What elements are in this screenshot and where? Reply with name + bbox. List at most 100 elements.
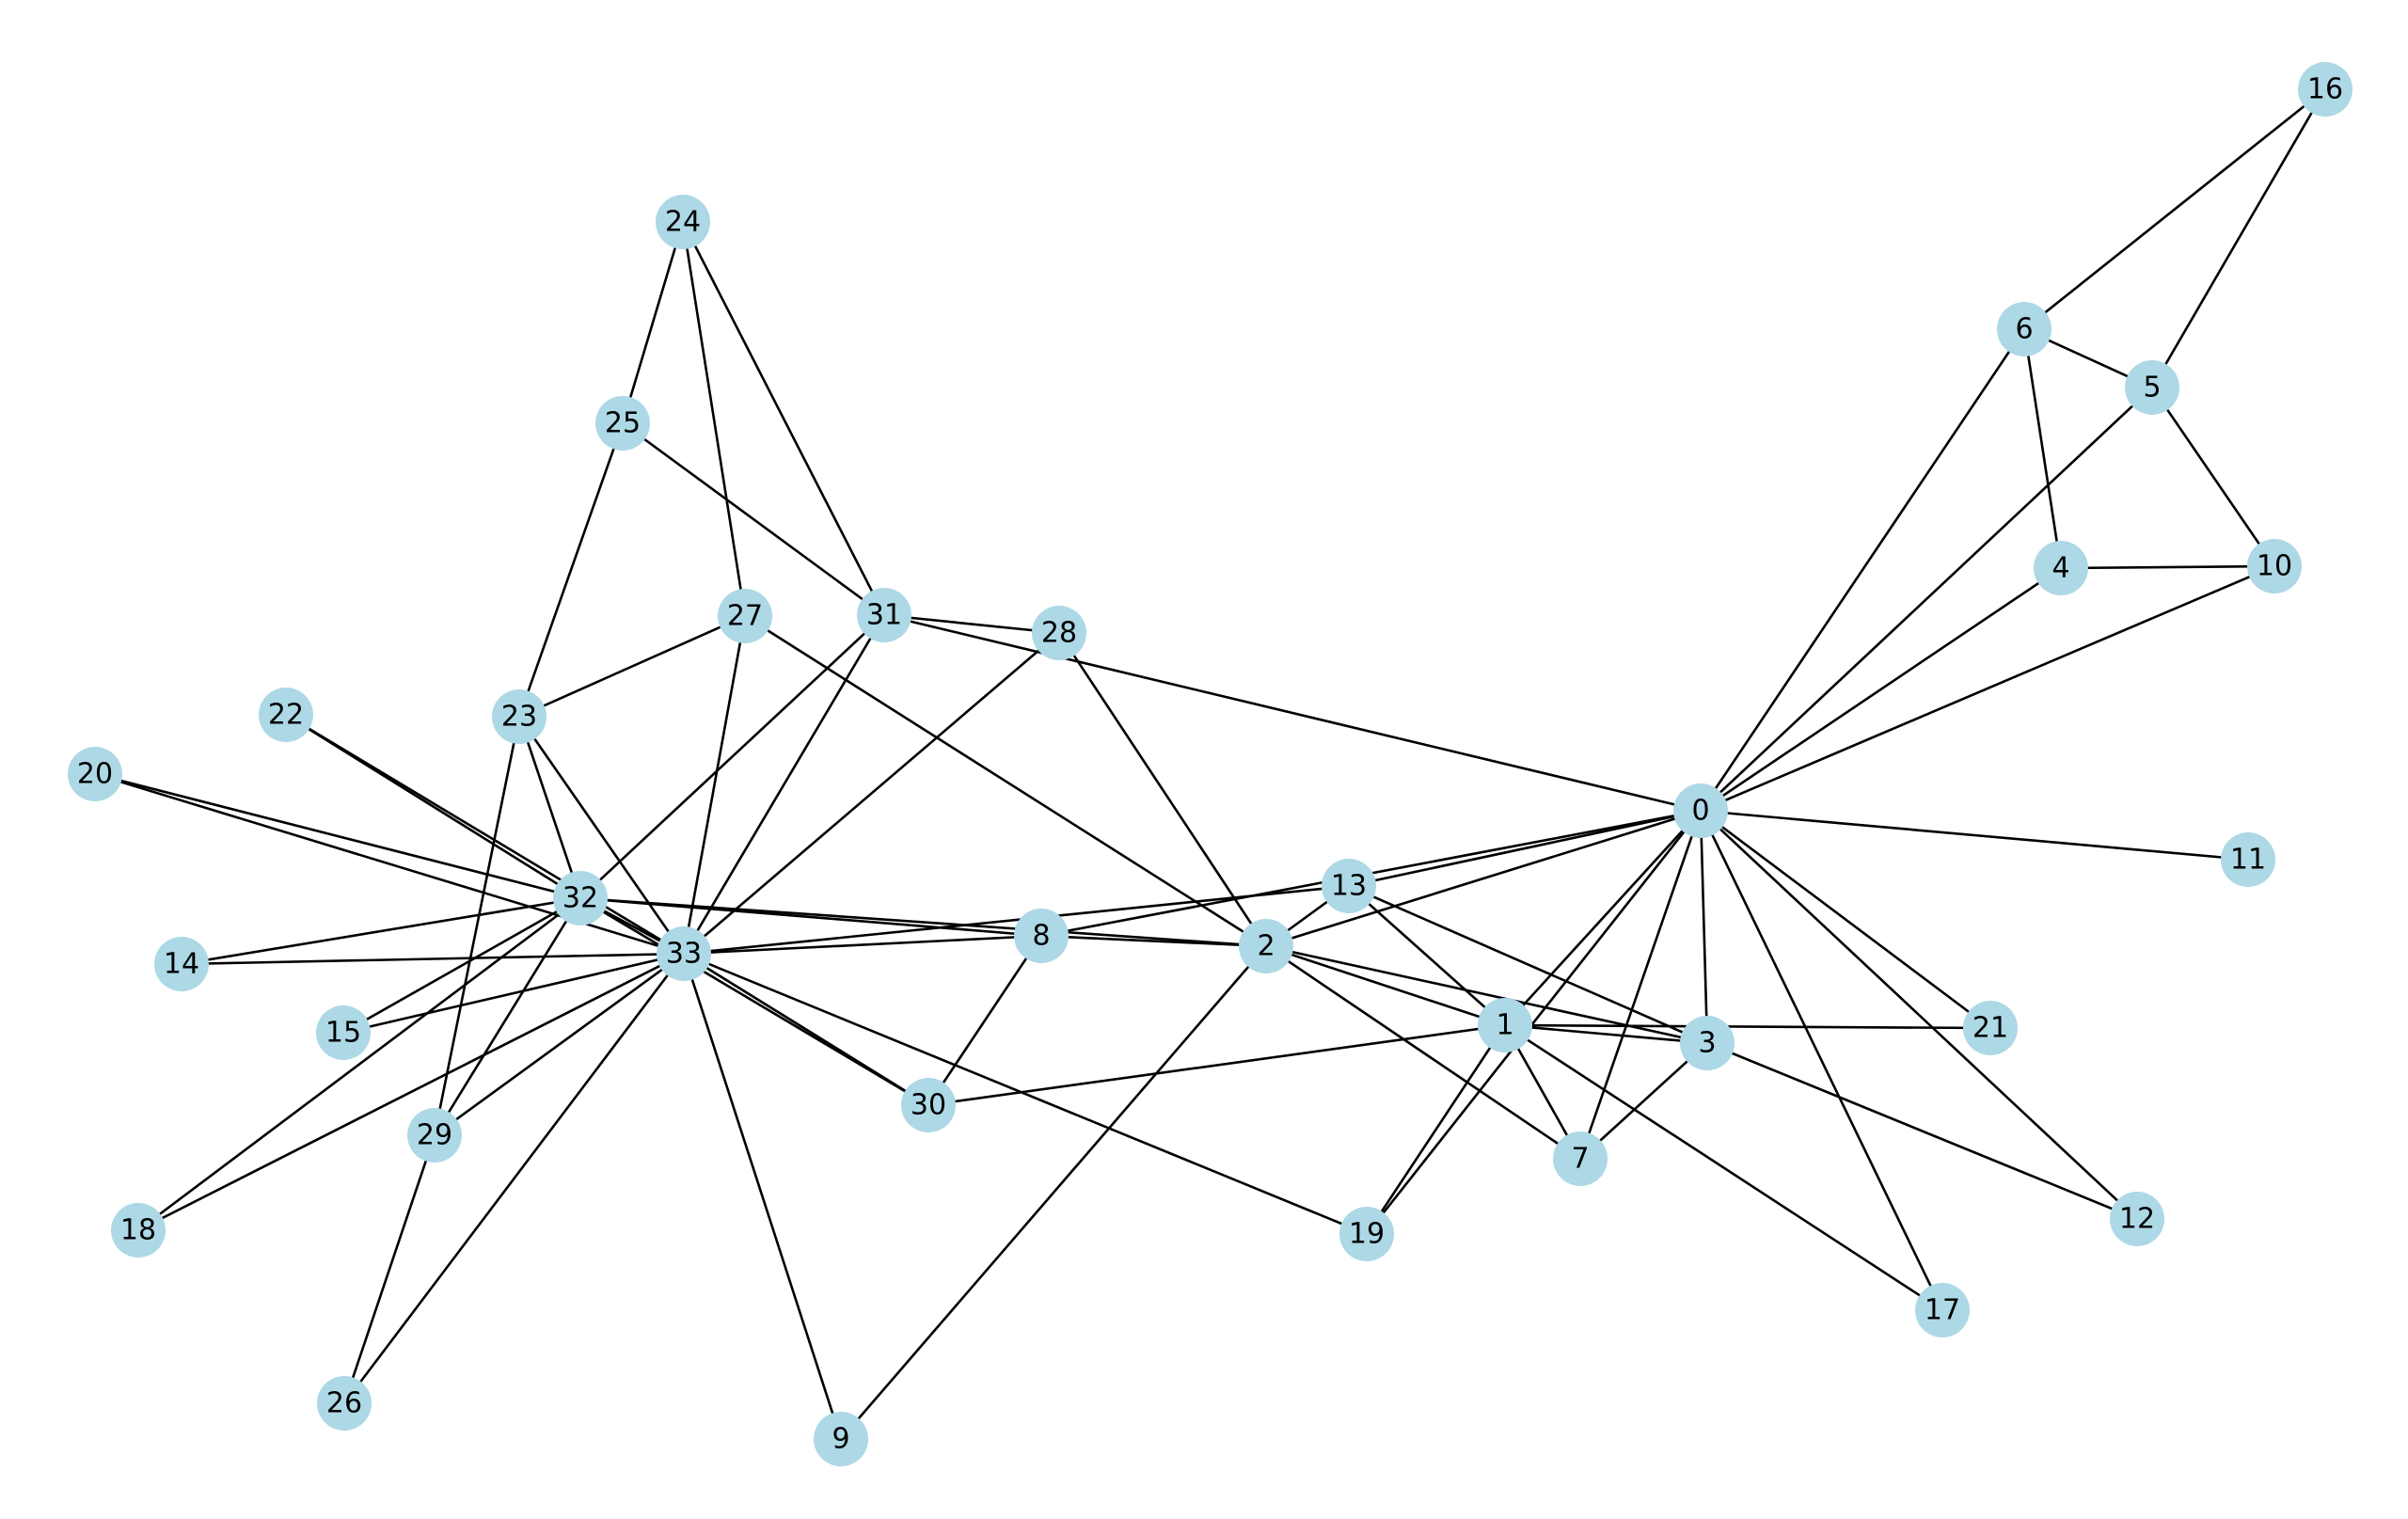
edge-8-30 (927, 935, 1043, 1106)
node-10: 10 (2247, 539, 2302, 593)
edge-0-31 (883, 613, 1702, 813)
node-circle-32 (553, 871, 608, 926)
node-circle-28 (1032, 606, 1086, 660)
node-16: 16 (2298, 62, 2353, 117)
edge-6-16 (2023, 87, 2326, 331)
node-label-0: 0 (1691, 795, 1709, 828)
edge-14-33 (181, 952, 685, 966)
edge-23-25 (517, 422, 625, 718)
node-circle-19 (1339, 1207, 1394, 1261)
edge-2-32 (579, 896, 1267, 948)
node-14: 14 (154, 937, 209, 991)
node-23: 23 (492, 689, 547, 744)
node-circle-7 (1553, 1131, 1608, 1186)
node-label-31: 31 (866, 599, 902, 632)
node-label-22: 22 (268, 699, 304, 732)
node-label-18: 18 (120, 1214, 156, 1247)
node-circle-13 (1322, 859, 1376, 913)
edge-3-12 (1706, 1041, 2138, 1221)
edge-29-32 (433, 897, 582, 1136)
edge-14-32 (181, 896, 581, 966)
node-15: 15 (316, 1005, 371, 1060)
edge-0-10 (1700, 564, 2275, 813)
node-33: 33 (657, 926, 711, 981)
node-20: 20 (68, 747, 122, 801)
node-label-30: 30 (911, 1089, 946, 1122)
node-label-14: 14 (164, 948, 199, 981)
node-8: 8 (1014, 909, 1069, 963)
edge-1-17 (1504, 1023, 1943, 1312)
node-label-24: 24 (665, 206, 701, 239)
node-label-19: 19 (1349, 1218, 1385, 1251)
node-29: 29 (407, 1108, 462, 1163)
node-circle-20 (68, 747, 122, 801)
node-circle-16 (2298, 62, 2353, 117)
node-circle-14 (154, 937, 209, 991)
node-circle-31 (857, 588, 911, 642)
edge-2-9 (840, 945, 1267, 1440)
edge-23-27 (518, 614, 746, 719)
node-circle-17 (1915, 1283, 1970, 1337)
node-label-9: 9 (832, 1423, 849, 1456)
node-circle-26 (317, 1376, 372, 1431)
node-11: 11 (2221, 832, 2275, 887)
edge-19-33 (683, 952, 1368, 1236)
node-label-23: 23 (501, 701, 537, 734)
node-label-20: 20 (77, 758, 113, 791)
edge-0-19 (1365, 810, 1703, 1235)
edge-9-33 (682, 953, 843, 1440)
node-32: 32 (553, 871, 608, 926)
node-label-7: 7 (1571, 1143, 1589, 1176)
edge-25-31 (622, 421, 885, 617)
edge-0-3 (1699, 810, 1709, 1044)
node-label-15: 15 (325, 1017, 361, 1050)
node-circle-4 (2034, 541, 2088, 595)
node-label-6: 6 (2015, 313, 2033, 346)
edge-0-13 (1348, 809, 1702, 888)
node-label-1: 1 (1496, 1009, 1513, 1042)
node-circle-21 (1963, 1001, 2018, 1055)
node-label-25: 25 (605, 407, 641, 440)
node-circle-6 (1997, 302, 2052, 356)
edge-8-32 (579, 896, 1042, 938)
node-0: 0 (1673, 783, 1728, 838)
edge-0-17 (1699, 810, 1944, 1311)
node-circle-3 (1680, 1016, 1735, 1070)
node-24: 24 (656, 195, 710, 249)
edge-4-6 (2022, 328, 2063, 569)
node-18: 18 (111, 1203, 166, 1258)
node-label-11: 11 (2230, 844, 2266, 877)
edge-0-12 (1700, 810, 2138, 1220)
edge-5-10 (2150, 387, 2276, 567)
node-circle-24 (656, 195, 710, 249)
edge-0-21 (1700, 809, 1991, 1030)
node-label-5: 5 (2143, 372, 2161, 404)
node-label-8: 8 (1032, 920, 1050, 953)
node-label-17: 17 (1925, 1294, 1960, 1327)
edge-28-31 (883, 613, 1060, 635)
edge-30-33 (683, 952, 929, 1107)
node-4: 4 (2034, 541, 2088, 595)
edge-0-6 (1699, 328, 2026, 812)
node-circle-9 (814, 1412, 868, 1466)
edge-1-30 (927, 1023, 1506, 1107)
node-1: 1 (1478, 998, 1532, 1052)
node-30: 30 (901, 1078, 956, 1132)
edge-23-29 (433, 716, 521, 1136)
edge-29-33 (434, 952, 685, 1137)
node-circle-10 (2247, 539, 2302, 593)
node-circle-25 (595, 396, 650, 451)
edge-15-32 (342, 896, 581, 1035)
node-circle-5 (2125, 360, 2179, 415)
node-circle-15 (316, 1005, 371, 1060)
edge-27-33 (682, 615, 747, 955)
edge-13-33 (683, 884, 1350, 956)
edge-2-28 (1057, 632, 1268, 947)
node-label-21: 21 (1972, 1012, 2008, 1045)
node-label-2: 2 (1257, 930, 1275, 963)
node-7: 7 (1553, 1131, 1608, 1186)
edge-31-33 (682, 614, 886, 955)
node-2: 2 (1239, 919, 1293, 973)
node-circle-8 (1014, 909, 1069, 963)
edge-18-33 (137, 952, 685, 1232)
